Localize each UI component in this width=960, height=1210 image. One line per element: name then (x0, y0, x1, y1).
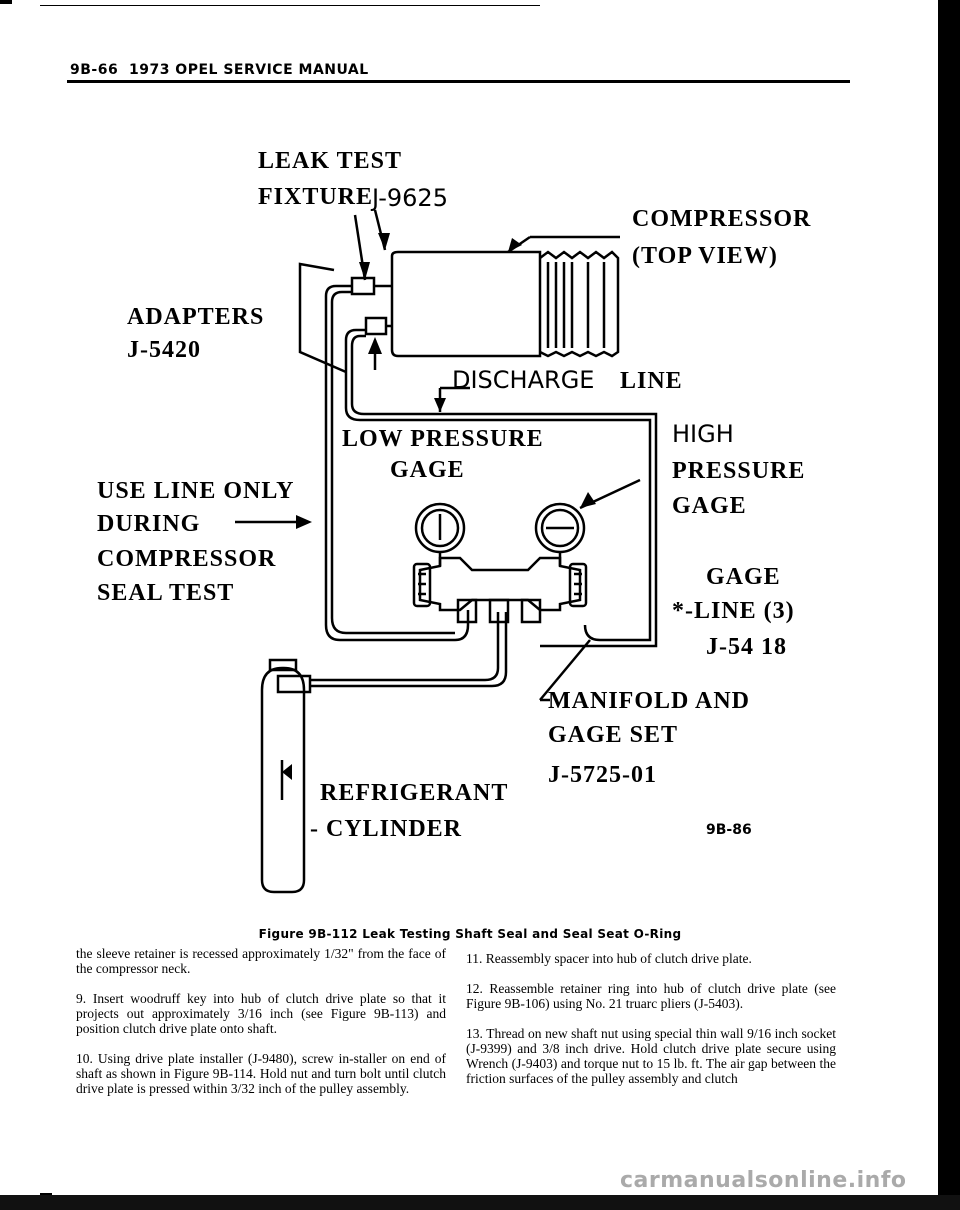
valve-right (568, 562, 588, 608)
label-high-pressure: PRESSURE (672, 458, 806, 484)
valve-left (412, 562, 432, 608)
watermark: carmanualsonline.info (620, 1168, 907, 1193)
label-top-view: (TOP VIEW) (632, 243, 778, 269)
paragraph: 9. Insert woodruff key into hub of clutc… (76, 991, 446, 1036)
label-manifold-tool: J-5725-01 (548, 762, 657, 788)
port-1 (456, 598, 478, 624)
header-rule (67, 80, 850, 83)
high-pressure-gauge (534, 502, 586, 554)
label-compressor-seal: COMPRESSOR (97, 546, 277, 572)
hose-refrigerant (310, 612, 500, 682)
cylinder-valve (268, 658, 298, 672)
hose-discharge (324, 284, 470, 642)
fitting-lower (364, 316, 388, 336)
compressor-fins (539, 250, 620, 358)
label-fixture: FIXTURE (258, 184, 374, 210)
manual-title: 1973 OPEL SERVICE MANUAL (128, 62, 369, 78)
label-fixture-tool: J-9625 (372, 184, 448, 212)
label-gage-line-count: *-LINE (3) (672, 598, 795, 624)
label-gage-line-tool: J-54 18 (706, 634, 787, 660)
label-gage-line: GAGE (706, 564, 781, 590)
label-gage-set: GAGE SET (548, 722, 679, 748)
left-column: the sleeve retainer is recessed approxim… (76, 946, 446, 1111)
scan-top-line (40, 5, 540, 6)
paragraph: 12. Reassemble retainer ring into hub of… (466, 981, 836, 1011)
label-cylinder: - CYLINDER (310, 816, 463, 842)
label-refrigerant: REFRIGERANT (320, 780, 509, 806)
compressor-body (390, 250, 542, 358)
paragraph: the sleeve retainer is recessed approxim… (76, 946, 446, 976)
label-adapters-tool: J-5420 (127, 337, 201, 363)
label-seal-test: SEAL TEST (97, 580, 235, 606)
label-compressor: COMPRESSOR (632, 206, 812, 232)
fitting-upper (350, 276, 376, 296)
scan-edge-bar (938, 0, 960, 1210)
port-2 (488, 598, 510, 624)
paragraph: 11. Reassembly spacer into hub of clutch… (466, 951, 752, 966)
scan-bottom-bar (0, 1195, 960, 1210)
scan-corner-mark (0, 0, 12, 4)
manifold-body (418, 556, 582, 612)
label-low-pressure: LOW PRESSURE (342, 426, 544, 452)
label-high-pressure-gage: GAGE (672, 493, 747, 519)
page-number: 9B-66 (70, 62, 119, 78)
label-manifold: MANIFOLD AND (548, 688, 750, 714)
label-use-line: USE LINE ONLY (97, 478, 295, 504)
label-adapters: ADAPTERS (127, 304, 265, 330)
label-high: HIGH (672, 420, 734, 448)
paragraph: 13. Thread on new shaft nut using specia… (466, 1026, 836, 1086)
label-discharge-line: LINE (620, 368, 683, 394)
port-3 (520, 598, 542, 624)
right-column: 11. Reassembly spacer into hub of clutch… (466, 951, 836, 1101)
label-discharge: DISCHARGE (452, 366, 595, 394)
figure-caption: Figure 9B-112 Leak Testing Shaft Seal an… (258, 927, 682, 941)
figure-id: 9B-86 (706, 822, 752, 838)
label-during: DURING (97, 511, 201, 537)
hose-suction (344, 328, 652, 642)
paragraph: 10. Using drive plate installer (J-9480)… (76, 1051, 446, 1096)
leak-test-diagram (235, 209, 658, 894)
label-leak-test: LEAK TEST (258, 148, 402, 174)
low-pressure-gauge (414, 502, 466, 554)
label-low-pressure-gage: GAGE (390, 457, 465, 483)
page-header: 9B-66 1973 OPEL SERVICE MANUAL (70, 62, 369, 78)
